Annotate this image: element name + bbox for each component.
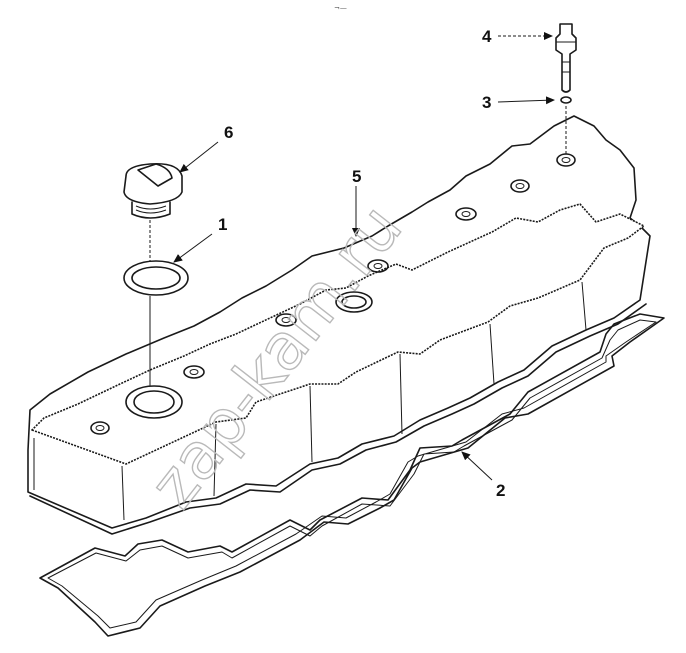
cover-gasket xyxy=(39,313,665,637)
valve-cover xyxy=(27,115,651,535)
callout-3: 3 xyxy=(482,93,491,112)
oil-filler-cap xyxy=(123,162,183,219)
leader-6 xyxy=(179,141,219,173)
washer xyxy=(560,96,572,104)
callout-1: 1 xyxy=(218,215,227,234)
callout-5: 5 xyxy=(352,167,361,186)
callout-6: 6 xyxy=(224,123,233,142)
leader-arrows xyxy=(173,32,555,481)
leader-1 xyxy=(173,233,213,263)
seal-ring xyxy=(123,260,189,296)
mounting-stud xyxy=(555,23,577,93)
leader-3 xyxy=(497,96,555,105)
callout-4: 4 xyxy=(482,27,492,46)
leader-2 xyxy=(461,451,493,481)
top-mark: ¬— xyxy=(334,4,347,12)
callout-2: 2 xyxy=(496,481,505,500)
